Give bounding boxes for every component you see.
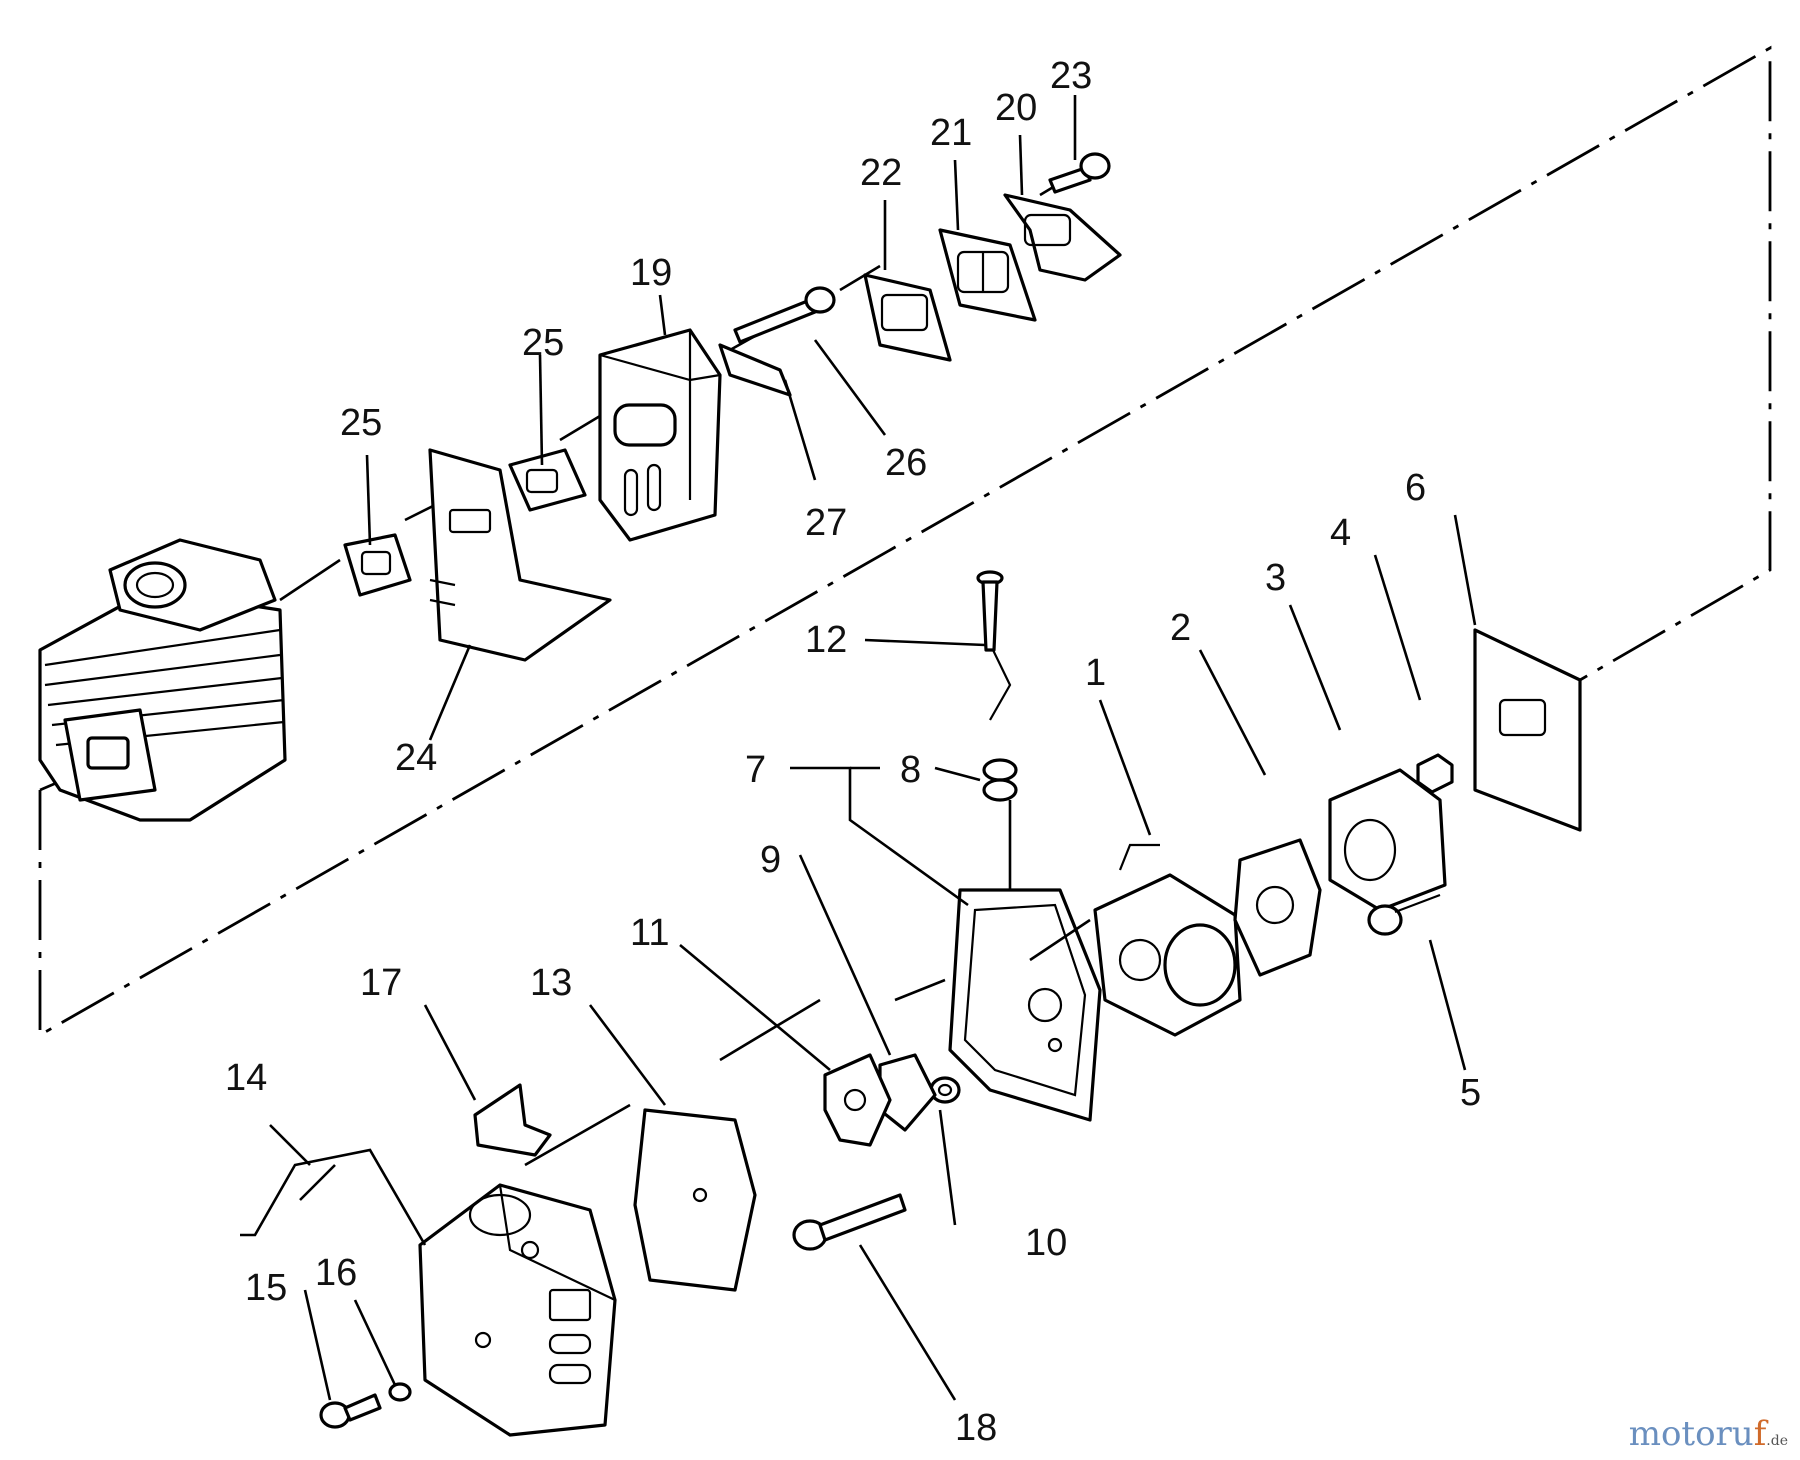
cylinder	[38, 538, 287, 822]
callout-24: 24	[395, 737, 437, 779]
bolt-26	[733, 286, 836, 344]
screw-15	[319, 1393, 382, 1429]
callout-14: 14	[225, 1057, 267, 1099]
carburetor-1	[1093, 843, 1242, 1037]
air-cleaner-case-7	[948, 888, 1102, 1122]
callout-12: 12	[805, 619, 847, 661]
callout-17: 17	[360, 962, 402, 1004]
bolt-5	[1367, 893, 1441, 936]
bracket-20	[1003, 193, 1122, 282]
callout-1: 1	[1085, 652, 1106, 694]
callout-13: 13	[530, 962, 572, 1004]
callout-7: 7	[745, 749, 766, 791]
pin-12	[976, 570, 1012, 721]
watermark-tld: .de	[1766, 1433, 1788, 1449]
leader-lines	[240, 95, 1477, 1401]
callout-25-lower: 25	[340, 402, 382, 444]
callout-3: 3	[1265, 557, 1286, 599]
bolt-23	[1048, 152, 1111, 194]
callout-20: 20	[995, 87, 1037, 129]
watermark-main: motoru	[1628, 1414, 1754, 1454]
bolt-18	[792, 1193, 907, 1251]
callout-15: 15	[245, 1267, 287, 1309]
gasket-6	[1473, 628, 1582, 832]
sponge-17	[473, 1083, 552, 1157]
nut-4	[1416, 753, 1454, 794]
exhaust-axis	[279, 181, 1061, 602]
plate-11	[823, 1053, 892, 1147]
axis-bracket	[38, 45, 1772, 1038]
callout-23: 23	[1050, 55, 1092, 97]
washer-16	[388, 1382, 412, 1402]
cover-axis	[524, 800, 1091, 1167]
callout-10: 10	[1025, 1222, 1067, 1264]
washer-plate-27	[718, 343, 792, 397]
watermark-logo: motoruf.de	[1629, 1414, 1788, 1454]
callout-5: 5	[1460, 1072, 1481, 1114]
gasket-2	[1233, 838, 1322, 977]
cover-14	[418, 1183, 617, 1437]
callout-26: 26	[885, 442, 927, 484]
gasket-25-lower	[343, 533, 412, 597]
callout-27: 27	[805, 502, 847, 544]
callout-18: 18	[955, 1407, 997, 1449]
callouts: 1 2 3 4 5 6 7 8 9 10 11 12 13 14 15 16 1…	[225, 55, 1481, 1449]
muffler-19	[598, 328, 722, 542]
callout-11: 11	[630, 912, 669, 954]
grommet-8	[982, 758, 1018, 802]
washer-10	[929, 1076, 961, 1104]
heat-shield-24	[428, 448, 612, 662]
plate-21	[938, 228, 1037, 322]
watermark-f: f	[1753, 1414, 1767, 1454]
insulator-3	[1328, 768, 1447, 912]
callout-16: 16	[315, 1252, 357, 1294]
callout-25-upper: 25	[522, 322, 564, 364]
callout-22: 22	[860, 152, 902, 194]
callout-8: 8	[900, 749, 921, 791]
filter-13	[633, 1108, 757, 1292]
gasket-22	[863, 273, 952, 362]
callout-2: 2	[1170, 607, 1191, 649]
callout-19: 19	[630, 252, 672, 294]
callout-9: 9	[760, 839, 781, 881]
gasket-25-upper	[508, 448, 587, 512]
callout-6: 6	[1405, 467, 1426, 509]
callout-4: 4	[1330, 512, 1351, 554]
callout-21: 21	[930, 112, 972, 154]
